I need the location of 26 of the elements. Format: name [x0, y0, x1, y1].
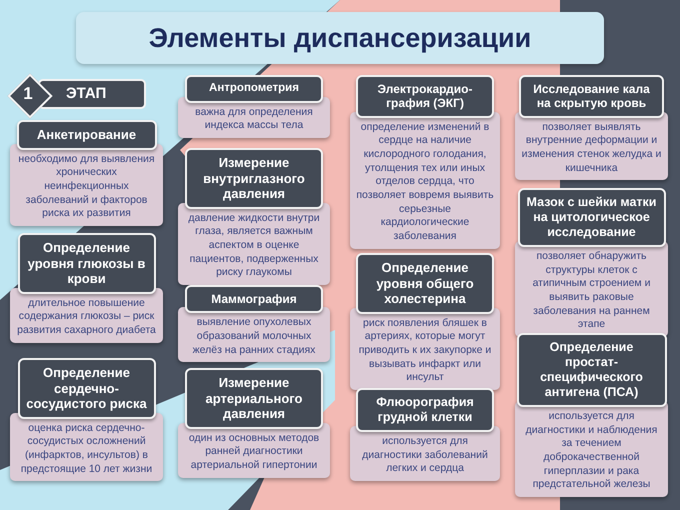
card-description: позволяет обнаружить структуры клеток с атипичным строением и выявить раковые заболевания на раннем этапе	[515, 241, 668, 337]
card-description: риск появления бляшек в артериях, которые могут приводить к их закупорке и вызывать инфаркт или инсульт	[350, 308, 500, 390]
card-heading: Исследование кала на скрытую кровь	[519, 75, 664, 118]
card-heading: Анкетирование	[16, 120, 156, 150]
card-heading: Маммография	[185, 285, 323, 314]
card-heading: Мазок с шейки матки на цитологическое исследование	[518, 188, 666, 247]
card-heading: Определение сердечно-сосудистого риска	[18, 358, 156, 419]
card-description: определение изменений в сердце на наличие кислородного голодания, утолщения тех или иных отделов сердца, что позволяет вовремя выявить серьезные кардиологические заболевания	[350, 112, 500, 249]
title-banner: Элементы диспансеризации	[76, 12, 604, 64]
card-description: позволяет выявлять внутренние деформации и изменения стенок желудка и кишечника	[515, 112, 668, 180]
card-heading: Измерение артериального давления	[185, 368, 323, 429]
card-heading: Антропометрия	[185, 75, 323, 103]
card-heading: Электрокардио-графия (ЭКГ)	[356, 75, 494, 118]
stage-number: 1	[23, 84, 33, 104]
card-description: давление жидкости внутри глаза, является важным аспектом в оценке пациентов, подверженных риску глаукомы	[178, 202, 330, 285]
card-heading: Флюорография грудной клетки	[356, 388, 494, 432]
card-heading: Определение уровня общего холестерина	[356, 253, 494, 314]
stage-label: ЭТАП	[38, 79, 146, 109]
card-description: выявление опухолевых образований молочных желёз на ранних стадиях	[178, 307, 330, 362]
card-description: используется для диагностики и наблюдения за течением доброкачественной гиперплазии и рака предстательной железы	[515, 401, 668, 497]
card-heading: Измерение внутриглазного давления	[185, 148, 323, 209]
card-description: используется для диагностики заболеваний легких и сердца	[350, 426, 500, 481]
card-description: необходимо для выявления хронических неинфекционных заболеваний и факторов риска их развития	[10, 144, 163, 226]
card-heading: Определение уровня глюкозы в крови	[18, 233, 156, 294]
card-description: оценка риска сердечно-сосудистых осложнений (инфарктов, инсультов) в предстоящие 10 лет жизни	[10, 412, 163, 482]
card-heading: Определение простат-специфического антигена (ПСА)	[516, 333, 666, 407]
